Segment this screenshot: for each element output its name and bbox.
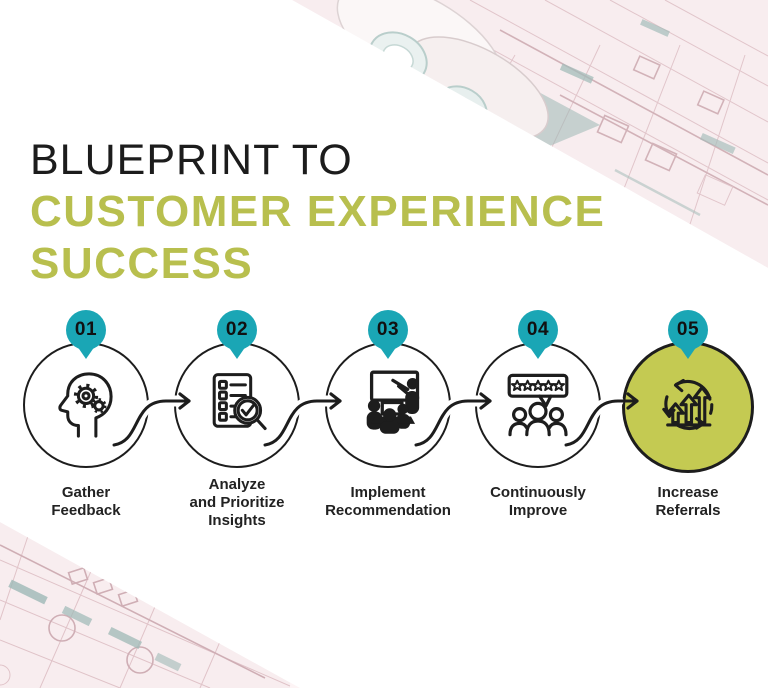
title-line-2: CUSTOMER EXPERIENCE	[30, 187, 606, 236]
team-presentation-icon	[366, 370, 420, 434]
step-number: 01	[74, 319, 98, 340]
step-label: Increase Referrals	[613, 484, 763, 520]
step-label-line: Feedback	[51, 502, 121, 519]
page-title: BLUEPRINT TO CUSTOMER EXPERIENCE SUCCESS	[30, 134, 605, 290]
step-number-badge: 01	[66, 310, 106, 350]
five-star-review-icon	[507, 373, 569, 437]
step-label-line: Continuously	[490, 484, 586, 501]
checklist-magnifier-icon	[212, 373, 267, 431]
step-label-line: Gather	[61, 484, 111, 501]
step-label-line: Insights	[208, 512, 266, 529]
step-label-line: and Prioritize	[189, 494, 285, 511]
step-circle	[475, 342, 601, 468]
step-continuously-improve: 04 Continuously Improve	[463, 305, 613, 565]
step-label-line: Increase	[657, 484, 719, 501]
title-line-3: SUCCESS	[30, 239, 254, 288]
step-number: 03	[376, 319, 400, 340]
step-label-line: Improve	[508, 502, 568, 519]
step-number-badge: 04	[518, 310, 558, 350]
step-gather-feedback: 01 Gather Feedback	[11, 305, 161, 565]
title-line-1: BLUEPRINT TO	[30, 136, 353, 184]
step-label: Implement Recommendation	[313, 484, 463, 520]
step-implement-recommendation: 03 Implement Recommendation	[313, 305, 463, 565]
step-label: Continuously Improve	[463, 484, 613, 520]
step-number-badge: 02	[217, 310, 257, 350]
step-number-badge: 03	[368, 310, 408, 350]
step-circle-filled	[622, 341, 754, 473]
growth-arrows-icon	[662, 378, 714, 431]
step-label: Analyze and Prioritize Insights	[162, 476, 312, 530]
step-label-line: Analyze	[208, 476, 266, 493]
step-circle	[23, 342, 149, 468]
step-label-line: Recommendation	[325, 502, 451, 519]
step-number-badge: 05	[668, 310, 708, 350]
step-number: 05	[676, 319, 700, 340]
head-with-gears-icon	[58, 372, 113, 438]
step-number: 02	[225, 319, 249, 340]
step-analyze-insights: 02 Analyze and Prioritize Insights	[162, 305, 312, 565]
step-label-line: Referrals	[655, 502, 721, 519]
step-increase-referrals: 05 Increase Referrals	[613, 305, 763, 565]
step-circle	[325, 342, 451, 468]
step-label-line: Implement	[350, 484, 426, 501]
step-circle	[174, 342, 300, 468]
step-number: 04	[526, 319, 550, 340]
step-label: Gather Feedback	[11, 484, 161, 520]
